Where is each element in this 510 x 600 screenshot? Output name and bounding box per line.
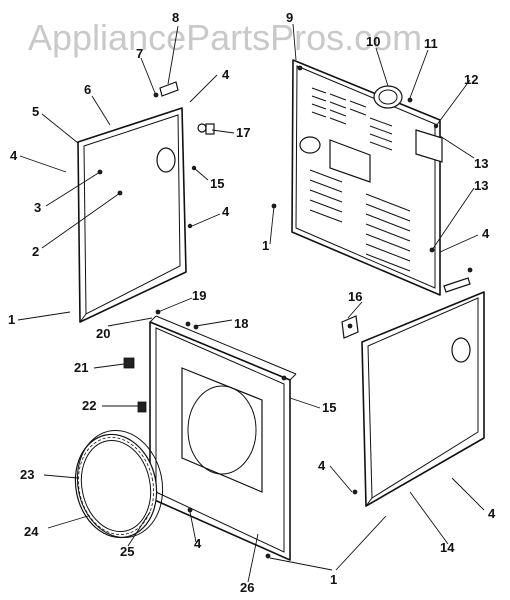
callout-24: 24: [24, 524, 39, 539]
callout-16: 16: [348, 289, 362, 304]
callout-13: 13: [474, 178, 488, 193]
callout-2: 2: [32, 244, 39, 259]
callout-labels: 7 8 4 6 5 4 17 3 2 15 4 1 9 10 11 12 13 …: [8, 10, 496, 595]
rear-panel: [271, 59, 441, 296]
round-cover-part: [373, 85, 413, 109]
callout-4: 4: [194, 536, 202, 551]
callout-6: 6: [84, 82, 91, 97]
door-seal-ring: [74, 429, 164, 539]
callout-7: 7: [136, 46, 143, 61]
callout-1: 1: [8, 312, 15, 327]
right-side-panel: [352, 267, 485, 507]
left-side-panel: [77, 107, 197, 323]
callout-26: 26: [240, 580, 254, 595]
callout-19: 19: [192, 288, 206, 303]
callout-25: 25: [120, 544, 134, 559]
callout-8: 8: [172, 10, 179, 25]
callout-23: 23: [20, 467, 34, 482]
callout-13: 13: [474, 156, 488, 171]
callout-11: 11: [424, 36, 438, 51]
front-panel: [149, 309, 297, 561]
callout-4: 4: [222, 67, 230, 82]
leader-lines: [17, 23, 485, 583]
callout-17: 17: [236, 125, 250, 140]
callout-10: 10: [366, 34, 380, 49]
callout-22: 22: [82, 398, 96, 413]
clip-part-21: [123, 357, 135, 369]
callout-1: 1: [330, 572, 337, 587]
callout-3: 3: [34, 200, 41, 215]
top-hinge-part: [153, 81, 215, 135]
callout-15: 15: [322, 400, 336, 415]
callout-1: 1: [262, 238, 269, 253]
callout-4: 4: [318, 458, 326, 473]
callout-15: 15: [210, 176, 224, 191]
callout-12: 12: [464, 72, 478, 87]
callout-4: 4: [482, 226, 490, 241]
callout-4: 4: [488, 506, 496, 521]
callout-4: 4: [10, 148, 18, 163]
callout-21: 21: [74, 360, 88, 375]
square-cover-part: [415, 123, 443, 163]
bracket-part: [341, 315, 359, 339]
callout-4: 4: [222, 204, 230, 219]
callout-9: 9: [286, 10, 293, 25]
clip-part-22: [137, 401, 147, 413]
callout-18: 18: [234, 316, 248, 331]
callout-5: 5: [32, 104, 39, 119]
watermark-text: AppliancePartsPros.com: [28, 17, 422, 58]
callout-20: 20: [96, 326, 110, 341]
callout-14: 14: [440, 540, 455, 555]
